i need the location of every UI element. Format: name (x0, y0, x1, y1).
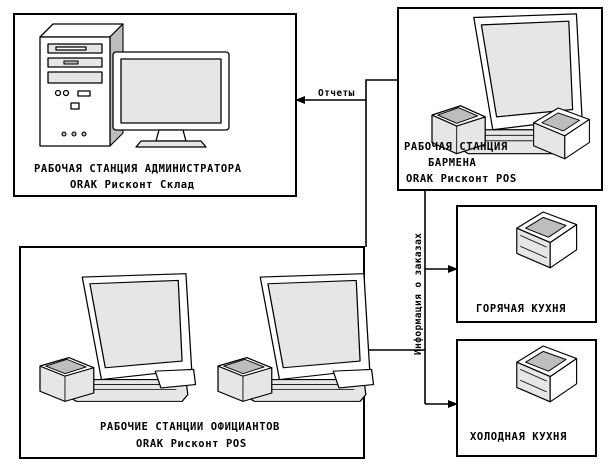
bartender-terminal-illustration (431, 13, 590, 160)
admin-station-title: РАБОЧАЯ СТАНЦИЯ АДМИНИСТРАТОРА (34, 163, 242, 175)
waiter-stations-title: РАБОЧИЕ СТАНЦИИ ОФИЦИАНТОВ (100, 421, 280, 433)
orders-info-label: Информация о заказах (413, 233, 424, 355)
bartender-extra-printer-icon (533, 107, 590, 160)
reports-connector (295, 79, 399, 104)
admin-computer-illustration (39, 23, 230, 148)
hot-kitchen-label: ГОРЯЧАЯ КУХНЯ (476, 303, 566, 315)
bartender-station-software: ORAK Рисконт POS (406, 173, 517, 185)
waiter-stations-software: ORAK Рисконт POS (136, 438, 247, 450)
bartender-station-line2: БАРМЕНА (428, 157, 477, 169)
admin-station-software: ORAK Рисконт Склад (70, 179, 195, 191)
reports-label: Отчеты (318, 88, 355, 99)
tower-pc-icon (39, 23, 124, 147)
monitor-icon (112, 51, 230, 148)
cold-kitchen-label: ХОЛОДНАЯ КУХНЯ (470, 431, 567, 443)
bartender-station-line1: РАБОЧАЯ СТАНЦИЯ (404, 141, 508, 153)
